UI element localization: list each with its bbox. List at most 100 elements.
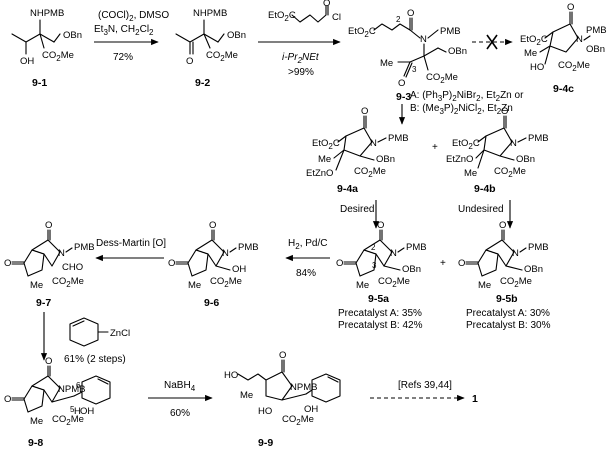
co2me-label: CO2Me [206,50,238,63]
num-2: 2 [396,15,401,24]
etzno-label: EtZnO [306,168,333,179]
me-label: Me [188,280,201,291]
me-label: Me [524,48,537,59]
plus-sign: + [440,258,446,269]
pmb-label: PMB [74,242,95,253]
me-label: Me [30,280,43,291]
obn-label: OBn [448,46,467,57]
num-6: 6 [76,381,81,390]
label-9-8: 9-8 [28,437,43,449]
o-label: O [499,220,506,231]
label-9-2: 9-2 [195,77,210,89]
pmb-label: PMB [238,242,259,253]
o-label: O [4,394,11,405]
acyl-reagent: EtO2C [268,10,296,23]
cond-dess-martin: Dess-Martin [O] [96,238,166,249]
step-hydrogenolysis: H2, Pd/C 84% [285,238,330,279]
ho-label: HO [258,406,272,417]
label-9-4c: 9-4c [553,83,574,95]
num-2: 2 [371,243,376,252]
n-label: N [576,34,583,45]
precat-a-a: Precatalyst A: 35% [338,308,422,319]
cond-undesired: Undesired [458,204,504,215]
label-9-1: 9-1 [32,77,47,89]
zn-reagent: ZnCl [110,328,130,339]
eto2c-label: EtO2C [520,34,548,47]
cond-desired: Desired [340,204,374,215]
compound-9-4a: EtO2C O N PMB OBn Me EtZnO CO2Me 9-4a [306,106,409,195]
obn-label: OBn [402,264,421,275]
co2me-label: CO2Me [426,72,458,85]
label-9-6: 9-6 [204,297,219,309]
cond-swern-2: Et3N, CH2Cl2 [94,24,154,37]
cond-reduction: NaBH4 [164,380,196,393]
compound-9-8: O O NPMB 5 6 H OH Me CO2Me 9-8 [4,356,111,449]
step-lactonization: Desired Undesired [340,200,514,229]
npmb-label: NPMB [290,382,317,393]
cond-grignard-yield: 61% (2 steps) [64,354,126,365]
me-label: Me [240,390,253,401]
label-9-4b: 9-4b [474,183,496,195]
co2me-label: CO2Me [52,276,84,289]
cond-acyl-yield: >99% [288,67,314,78]
co2me-label: CO2Me [500,276,532,289]
step-reduction: NaBH4 60% [148,380,213,419]
cond-hydrogenation: H2, Pd/C [288,238,327,251]
n-label: N [58,248,65,259]
ho-label: HO [224,370,238,381]
eto2c-label: EtO2C [348,26,376,39]
me-label: Me [30,416,43,427]
label-9-9: 9-9 [258,437,273,449]
o-label: O [398,78,405,89]
step-addition: ZnCl 61% (2 steps) [40,312,130,365]
co2me-label: CO2Me [378,276,410,289]
plus-sign: + [432,142,438,153]
cond-cat-a: A: (Ph3P)2NiBr2, Et2Zn or [410,90,524,103]
step-swern: (COCl)2, DMSO Et3N, CH2Cl2 72% [94,10,169,63]
obn-label: OBn [376,154,395,165]
pmb-label: PMB [586,25,607,36]
step-acylation: EtO2C O Cl i-Pr2NEt >99% [258,0,341,78]
o-label: O [168,258,175,269]
cl-label: Cl [332,12,341,23]
label-target-1: 1 [472,393,478,405]
compound-9-5a: O O 2 3 N PMB OBn Me CO2Me 9-5a Precatal… [336,220,427,331]
etzno-label: EtZnO [446,154,473,165]
co2me-label: CO2Me [558,60,590,73]
cho-label: CHO [62,262,83,273]
o-label: O [377,220,384,231]
co2me-label: CO2Me [354,166,386,179]
compound-9-5b: O O N PMB OBn Me CO2Me 9-5b Precatalyst … [458,220,551,331]
step-oxidation: Dess-Martin [O] [95,238,166,262]
cond-refs: [Refs 39,44] [398,380,452,391]
co2me-label: CO2Me [42,50,74,63]
label-9-4a: 9-4a [337,183,358,195]
compound-9-4b: EtO2C O N PMB OBn EtZnO Me CO2Me 9-4b [446,106,549,195]
o-label: O [4,258,11,269]
num-3: 3 [412,65,417,74]
cond-swern-yield: 72% [113,52,133,63]
cond-cat-b: B: (Me3P)2NiCl2, Et2Zn [410,103,513,116]
oh-label: OH [232,264,246,275]
obn-label: OBn [586,44,605,55]
pmb-label: PMB [528,133,549,144]
n-label: N [510,138,517,149]
oh-label: OH [304,404,318,415]
o-label: O [336,258,343,269]
n-label: N [390,248,397,259]
pmb-label: PMB [440,26,461,37]
pmb-label: PMB [388,133,409,144]
label-9-5b: 9-5b [496,293,518,305]
obn-label: OBn [516,154,535,165]
obn-label: OBn [227,30,246,41]
n-label: N [222,248,229,259]
nhpmb-label: NHPMB [30,8,64,19]
co2me-label: CO2Me [282,414,314,427]
o-label: O [45,356,52,367]
precat-b-b: Precatalyst B: 30% [466,320,551,331]
label-9-5a: 9-5a [368,293,389,305]
compound-9-1: NHPMB OH OBn CO2Me 9-1 [11,8,82,89]
cond-acyl-base: i-Pr2NEt [282,52,320,65]
n-label: N [512,248,519,259]
